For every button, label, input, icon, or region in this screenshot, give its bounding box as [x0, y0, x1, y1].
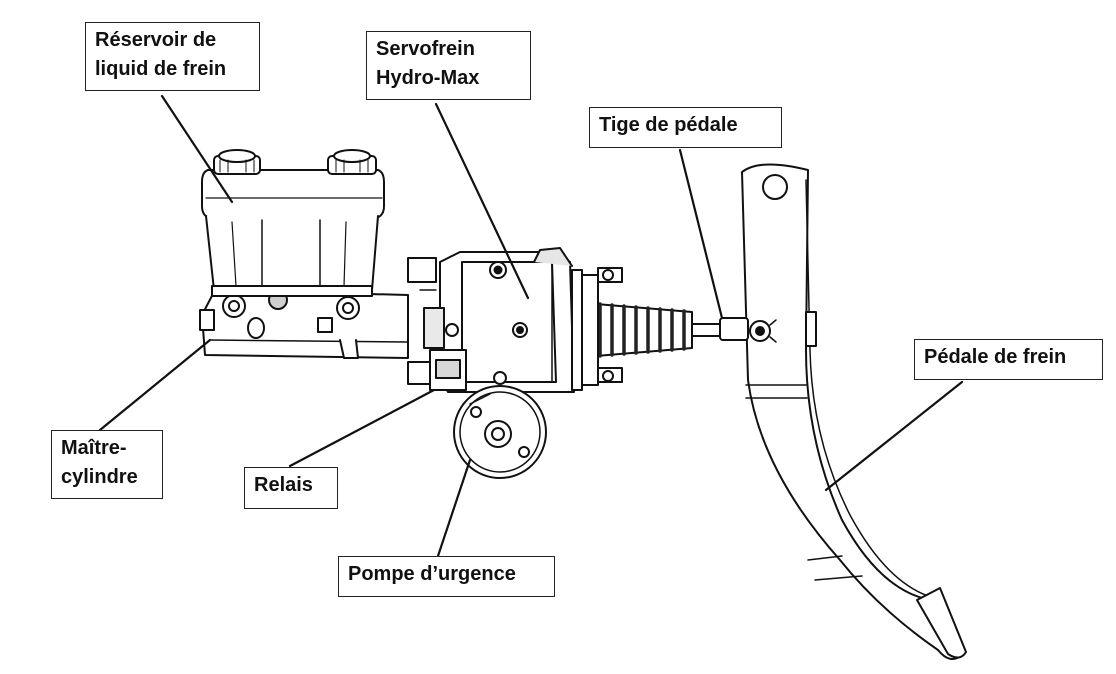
leader-reservoir: [160, 94, 234, 204]
leader-pompe: [436, 458, 472, 558]
leader-relais: [288, 388, 436, 468]
leader-maitre: [98, 338, 212, 432]
leader-tige: [678, 148, 724, 320]
rubber-boot-drawing: [579, 302, 693, 358]
label-pompe-durgence: Pompe d’urgence: [338, 556, 555, 597]
leader-pedale: [824, 380, 964, 492]
label-maitre-cylindre: Maître- cylindre: [51, 430, 163, 499]
booster-drawing: [407, 247, 623, 393]
pump-drawing: [453, 385, 547, 479]
pedal-rod-drawing: [691, 317, 777, 343]
label-servofrein: Servofrein Hydro-Max: [366, 31, 531, 100]
label-tige-de-pedale: Tige de pédale: [589, 107, 782, 148]
label-pedale-de-frein: Pédale de frein: [914, 339, 1103, 380]
master-cylinder-drawing: [199, 289, 409, 359]
reservoir-drawing: [201, 149, 385, 297]
leader-lines: [98, 94, 964, 558]
brake-pedal-drawing: [741, 163, 967, 660]
leader-servo: [434, 102, 530, 300]
label-relais: Relais: [244, 467, 338, 509]
label-reservoir: Réservoir de liquid de frein: [85, 22, 260, 91]
